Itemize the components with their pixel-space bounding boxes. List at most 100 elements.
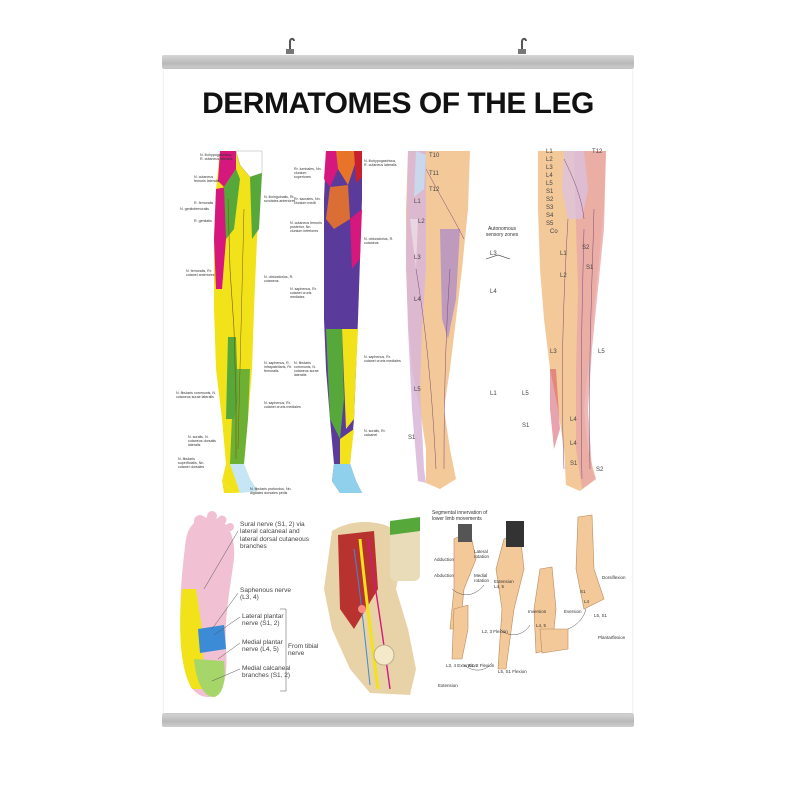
label-l56-move: L5, S1 [594,613,608,618]
label-l2-back-top: L2 [546,157,553,163]
label-suralis-ant: N. suralis, N. cutaneus dorsalis lateral… [188,435,216,448]
label-s1-back-c: S1 [570,461,578,467]
label-flex-s12: S1, 2 Flexion [468,663,495,668]
label-s1-move: S1 [580,589,586,594]
label-abduction: Abduction [434,573,455,578]
label-tibial-nerve: From tibial nerve [288,643,319,658]
label-l1-back-top: L1 [546,149,553,155]
label-genitofemoralis: N. genitofemoralis [180,207,209,211]
label-l4-front-a: L4 [414,297,421,303]
label-s2-back-c: S2 [596,467,604,473]
label-s3-back-top: S3 [546,205,554,211]
label-l2-back: L2 [560,273,567,279]
label-s4-back-top: S4 [546,213,554,219]
label-saphenus-cruris: N. saphenus, Rr. cutanei cruris mediales [264,401,301,410]
label-l4-move: L4 [584,599,590,604]
label-l4-front-b: L4 [490,289,497,295]
label-saphenous-nerve: Saphenous nerve (L3, 4) [240,587,291,602]
label-iliohypogastricus-ant: N. iliohypogastricus, R. cutaneus latera… [200,153,233,162]
label-lateral-plantar: Lateral plantar nerve (S1, 2) [242,613,284,628]
label-ext-l34: L3, 4 Extension [446,663,478,668]
label-cutaneus-femoris-post: N. cutaneus femoris posterior, Nn. cluni… [290,221,322,234]
label-l4-back-b: L4 [570,441,577,447]
label-l5-back-top: L5 [546,181,553,187]
label-sural-nerve: Sural nerve (S1, 2) via lateral calcanea… [240,521,310,551]
label-suralis-post: N. suralis, Rr. calcanei [364,429,386,438]
pelvis-dissection-illustration [324,517,420,695]
label-l1-pointer: L1 [490,391,497,397]
label-autonomous-zones: Autonomous sensory zones [485,226,519,238]
poster-title: DERMATOMES OF THE LEG [202,87,594,120]
label-t10: T10 [429,153,440,159]
anterior-nerve-leg [214,150,263,493]
label-s2-back-top: S2 [546,197,554,203]
label-l1-back: L1 [560,251,567,257]
label-s1-back: S1 [586,265,594,271]
label-ilioinguinalis: N. ilioinguinalis, Rr. scrotales anterio… [264,195,296,204]
label-saphenus-post: N. saphenus, Rr. cutanei cruris mediales [290,287,317,300]
label-dorsiflexion: Dorsiflexion [602,575,626,580]
label-t11: T11 [429,171,439,177]
label-l5-back-b: L5 [522,391,529,397]
label-r-genitalis: R. genitalis [194,219,212,223]
autonomous-zone-bracket [485,254,511,260]
label-l45: L4, 5 [536,623,547,628]
label-medial-rotation: Medial rotation [474,573,490,584]
label-r-femoralis: R. femoralis [194,201,214,205]
label-l3-front-b: L3 [490,251,497,257]
label-cutaneus-femoris-lat: N. cutaneus femoris lateralis [194,175,220,184]
label-flexion-l5: L5, S1 Flexion [498,669,527,674]
posterior-dermatome-leg [538,151,606,491]
label-obturatorius-ant: N. obturatorius, R. cutaneus [264,275,294,284]
label-rr-lumbales: Rr. lumbales, Nn. clunium superiores [294,167,322,180]
top-hanger-rail [162,55,634,69]
bottom-hanger-rail [162,713,634,727]
label-fibularis-communis-post: N. fibularis communis, N. cutaneus surae… [294,361,319,378]
label-l3-back-top: L3 [546,165,553,171]
label-co: Co [550,229,558,235]
hanger-hook-right [518,37,527,54]
label-l3-back: L3 [550,349,557,355]
label-medial-calcaneal: Medial calcaneal branches (S1, 2) [242,665,291,680]
label-fibularis-superficialis: N. fibularis superficialis, Nn. cutanei … [178,457,205,470]
label-saphenus: N. saphenus, R. infrapatellaris, Rr. fem… [264,361,292,374]
label-eversion: Eversion [564,609,582,614]
label-fibularis-profundus: N. fibularis profundus, Nn. digitales do… [250,487,292,496]
foot-sole-illustration [180,511,235,697]
label-l5-front: L5 [414,387,421,393]
label-movement-title: Segmental innervation of lower limb move… [432,510,488,522]
label-l5-back: L5 [598,349,605,355]
label-femoralis: N. femoralis, Rr. cutanei anteriores [186,269,215,278]
label-extension: Extension [438,683,458,688]
hanger-hook-left [286,37,295,54]
label-l1-front: L1 [414,199,421,205]
label-l2-front: L2 [418,219,425,225]
label-l3-front-a: L3 [414,255,421,261]
label-flexion-l2: L2, 3 Flexion [482,629,508,634]
posterior-nerve-leg [324,151,362,493]
label-fibularis-post-2: N. saphenus, Rr. cutanei cruris mediales [364,355,401,364]
label-inversion: Inversion [528,609,547,614]
label-s2-back: S2 [582,245,590,251]
label-t12: T12 [429,187,440,193]
label-s5-back-top: S5 [546,221,554,227]
label-iliohypogastricus-post: N. iliohypogastricus, R. cutaneus latera… [364,159,397,168]
label-plantarflexion: Plantarflexion [598,635,626,640]
label-lateral-rotation: Lateral rotation [474,549,490,560]
label-extension-l45: Extension L4, 5 [494,579,514,590]
label-fibularis-communis-ant: N. fibularis communis, N. cutaneus surae… [176,391,216,400]
anterior-dermatome-leg [406,151,470,489]
label-s1-back-b: S1 [522,423,530,429]
label-t12-back: T12 [592,149,603,155]
label-s1-front: S1 [408,435,416,441]
movement-arrows [451,584,587,671]
label-adduction: Adduction [434,557,455,562]
label-obturatorius-post: N. obturatorius, R. cutaneus [364,237,394,246]
movement-figures [449,514,605,670]
anatomy-illustrations [180,150,606,697]
label-l4-back-top: L4 [546,173,553,179]
label-l4-back: L4 [570,417,577,423]
label-s1-back-top: S1 [546,189,554,195]
label-rr-sacrales: Rr. sacrales, Nn. clunium medii [294,197,321,206]
poster-sheet: DERMATOMES OF THE LEG [164,69,632,713]
